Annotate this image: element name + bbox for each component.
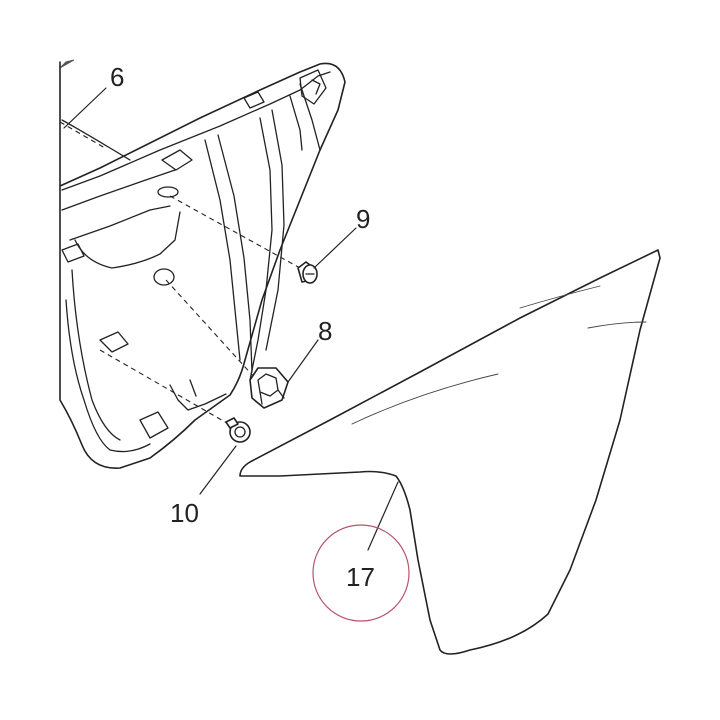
highlight-circle-17 <box>312 524 410 622</box>
assembly-lines <box>59 121 301 427</box>
side-cover-17 <box>239 249 661 655</box>
grommet-8 <box>249 367 289 409</box>
screw-9 <box>297 261 318 284</box>
callout-8: 8 <box>318 316 332 346</box>
callout-17: 17 <box>346 562 375 592</box>
callout-9: 9 <box>356 204 370 234</box>
body-frame <box>59 59 346 469</box>
leader-lines <box>63 87 399 551</box>
bolt-10 <box>225 417 251 443</box>
callout-10: 10 <box>170 498 199 528</box>
callout-6: 6 <box>110 62 124 92</box>
